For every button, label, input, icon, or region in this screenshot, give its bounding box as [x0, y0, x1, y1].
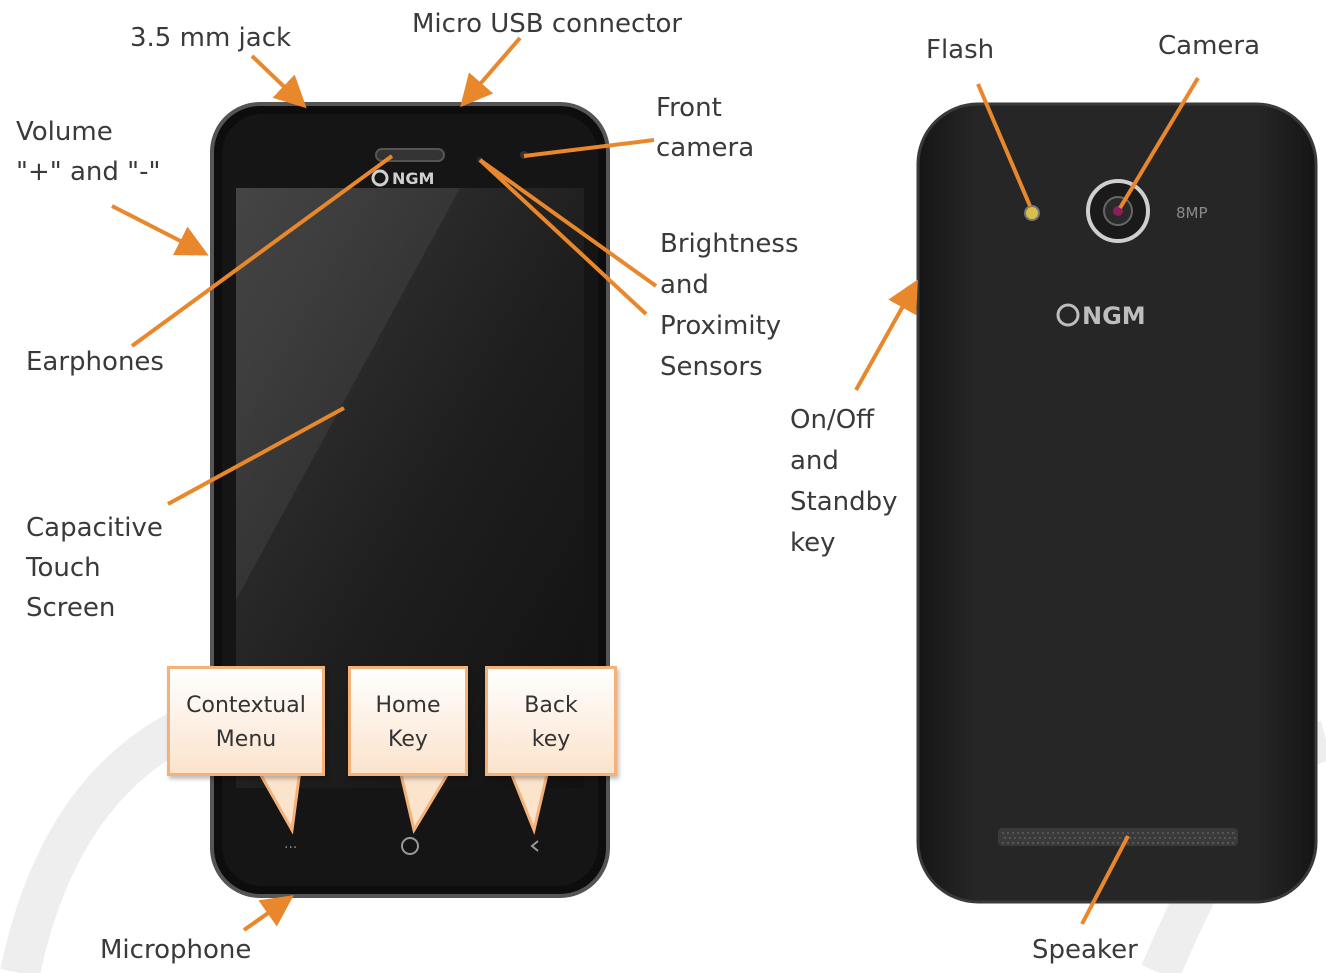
front-logo-icon: [371, 169, 389, 187]
label-usb: Micro USB connector: [412, 9, 683, 39]
arrow-jack: [250, 54, 307, 109]
label-touch-screen: Capacitive Touch Screen: [26, 508, 163, 628]
home-key-line1: Home: [375, 693, 441, 718]
label-power-line4: key: [790, 528, 836, 558]
earpiece: [375, 148, 445, 162]
line-sensor-a: [478, 158, 658, 288]
line-sensor-b: [478, 158, 648, 316]
label-flash: Flash: [926, 35, 995, 65]
label-touch-screen-line1: Capacitive: [26, 513, 163, 543]
back-key-icon: [530, 840, 539, 852]
label-power-line2: and: [790, 446, 839, 476]
label-sensors-line2: and: [660, 270, 709, 300]
label-camera: Camera: [1158, 31, 1261, 61]
flash-icon: [1024, 205, 1040, 221]
line-flash: [976, 83, 1032, 207]
callout-home-key: Home Key: [348, 666, 468, 776]
label-touch-screen-line3: Screen: [26, 593, 116, 623]
home-key-icon: [401, 837, 419, 855]
line-touch-screen: [167, 406, 345, 506]
leader-lines: [111, 36, 1200, 932]
label-front-camera: Front camera: [656, 88, 754, 168]
arrow-volume: [111, 204, 209, 256]
label-volume-line1: Volume: [16, 117, 113, 147]
label-jack: 3.5 mm jack: [130, 23, 292, 53]
label-touch-screen-line2: Touch: [26, 553, 101, 583]
label-earphones: Earphones: [26, 347, 164, 377]
line-front-camera: [523, 138, 655, 158]
line-camera: [1118, 76, 1200, 210]
label-speaker: Speaker: [1032, 935, 1138, 965]
camera-badge: 8MP: [1176, 204, 1208, 222]
back-logo-icon: [1056, 303, 1080, 327]
label-power-line3: Standby: [790, 487, 898, 517]
home-key-line2: Key: [388, 727, 428, 752]
label-front-camera-line1: Front: [656, 93, 722, 123]
back-key-line1: Back: [524, 693, 578, 718]
front-logo: NGM: [392, 169, 434, 188]
label-sensors: Brightness and Proximity Sensors: [660, 224, 799, 388]
label-volume: Volume "+" and "-": [16, 112, 160, 192]
label-front-camera-line2: camera: [656, 133, 755, 163]
menu-key-icon: ···: [284, 840, 297, 856]
callout-back-key: Back key: [485, 666, 617, 776]
back-key-line2: key: [531, 727, 571, 752]
label-sensors-line4: Sensors: [660, 352, 763, 382]
contextual-menu-line2: Menu: [215, 727, 277, 752]
contextual-menu-line1: Contextual: [186, 693, 306, 718]
label-sensors-line3: Proximity: [660, 311, 782, 341]
line-speaker: [1080, 835, 1130, 925]
back-logo: NGM: [1082, 302, 1146, 330]
label-sensors-line1: Brightness: [660, 229, 799, 259]
back-phone: 8MP NGM: [916, 102, 1318, 904]
label-power-line1: On/Off: [790, 405, 875, 435]
arrow-microphone: [242, 895, 294, 932]
arrow-power: [854, 279, 918, 391]
arrow-usb: [460, 36, 522, 108]
label-microphone: Microphone: [100, 935, 252, 965]
callout-contextual-menu: Contextual Menu: [167, 666, 325, 776]
line-earphones: [130, 154, 394, 348]
label-power: On/Off and Standby key: [790, 400, 898, 564]
label-volume-line2: "+" and "-": [16, 157, 161, 187]
